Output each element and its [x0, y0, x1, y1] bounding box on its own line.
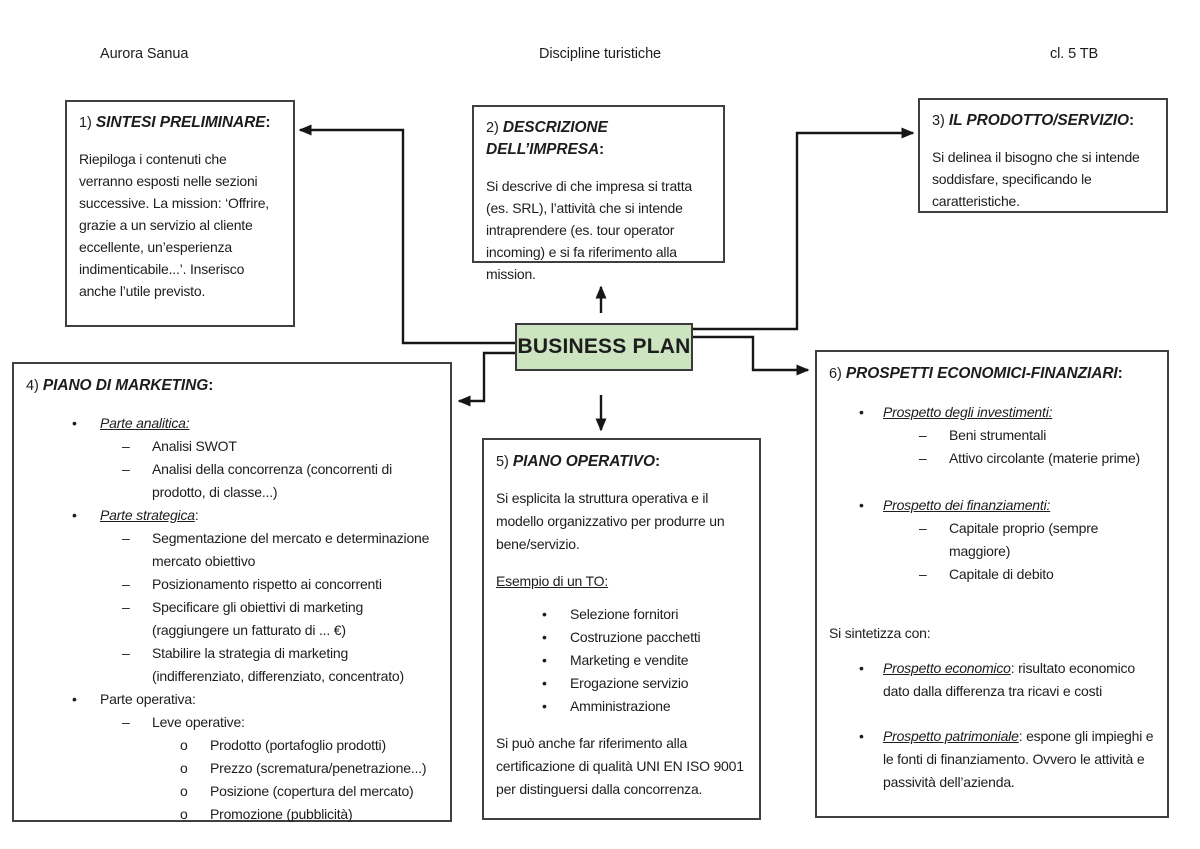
- list-item: –Analisi SWOT: [26, 435, 438, 458]
- box3-title: 3) IL PRODOTTO/SERVIZIO:: [932, 112, 1134, 129]
- box-sintesi-preliminare: 1) SINTESI PRELIMINARE: Riepiloga i cont…: [65, 100, 295, 327]
- bullet-dash-icon: –: [919, 566, 927, 582]
- box-piano-operativo: 5) PIANO OPERATIVO: Si esplicita la stru…: [482, 438, 761, 820]
- box1-body: Riepiloga i contenuti che verranno espos…: [79, 151, 269, 299]
- bullet-circle-icon: o: [180, 783, 188, 799]
- box2-body: Si descrive di che impresa si tratta (es…: [486, 178, 692, 282]
- bullet-disc-icon: •: [542, 629, 547, 645]
- bullet-dash-icon: –: [122, 530, 130, 546]
- box-prospetti-economici-finanziari: 6) PROSPETTI ECONOMICI-FINANZIARI: •Pros…: [815, 350, 1169, 818]
- box-descrizione-impresa: 2) DESCRIZIONE DELL’IMPRESA: Si descrive…: [472, 105, 725, 282]
- box-prodotto-servizio: 3) IL PRODOTTO/SERVIZIO: Si delinea il b…: [918, 98, 1168, 213]
- box-piano-di-marketing: 4) PIANO DI MARKETING: •Parte analitica:…: [12, 362, 452, 822]
- arrow-to-box4: [457, 351, 515, 407]
- header-author: Aurora Sanua: [100, 46, 189, 62]
- bullet-disc-icon: •: [859, 728, 864, 744]
- arrow-to-box6: [693, 335, 810, 376]
- bullet-disc-icon: •: [859, 660, 864, 676]
- bullet-dash-icon: –: [122, 576, 130, 592]
- bullet-disc-icon: •: [859, 497, 864, 513]
- box5-title: 5) PIANO OPERATIVO:: [496, 453, 661, 470]
- box6-synthesis-label: Si sintetizza con:: [829, 625, 931, 641]
- list-item: –Leve operative:: [26, 711, 438, 734]
- bullet-disc-icon: •: [542, 606, 547, 622]
- box6-title: 6) PROSPETTI ECONOMICI-FINANZIARI:: [829, 365, 1123, 382]
- bullet-circle-icon: o: [180, 806, 188, 822]
- list-item: –Beni strumentali: [829, 424, 1155, 447]
- bullet-dash-icon: –: [122, 645, 130, 661]
- list-item: •Amministrazione: [496, 695, 747, 718]
- bullet-dash-icon: –: [919, 427, 927, 443]
- box1-title: 1) SINTESI PRELIMINARE:: [79, 114, 271, 131]
- bullet-circle-icon: o: [180, 760, 188, 776]
- list-item: •Prospetto patrimoniale: espone gli impi…: [829, 725, 1155, 794]
- bullet-dash-icon: –: [919, 450, 927, 466]
- box3-body: Si delinea il bisogno che si intende sod…: [932, 149, 1140, 209]
- list-item: –Capitale di debito: [829, 563, 1155, 586]
- list-item: •Prospetto dei finanziamenti:: [829, 494, 1155, 517]
- list-item: •Selezione fornitori: [496, 603, 747, 626]
- box2-title: 2) DESCRIZIONE DELL’IMPRESA:: [486, 119, 608, 158]
- list-item: –Capitale proprio (sempre maggiore): [829, 517, 1155, 563]
- list-item: •Parte analitica:: [26, 412, 438, 435]
- box5-body-2: Si può anche far riferimento alla certif…: [496, 735, 744, 797]
- list-item: •Marketing e vendite: [496, 649, 747, 672]
- list-item: –Specificare gli obiettivi di marketing …: [26, 596, 438, 642]
- list-item: •Parte operativa:: [26, 688, 438, 711]
- list-item: •Parte strategica:: [26, 504, 438, 527]
- list-item: –Attivo circolante (materie prime): [829, 447, 1155, 470]
- list-item: •Erogazione servizio: [496, 672, 747, 695]
- bullet-disc-icon: •: [542, 652, 547, 668]
- bullet-dash-icon: –: [122, 438, 130, 454]
- bullet-disc-icon: •: [72, 507, 77, 523]
- bullet-dash-icon: –: [122, 599, 130, 615]
- box5-example-heading: Esempio di un TO:: [496, 573, 609, 589]
- list-item: •Prospetto economico: risultato economic…: [829, 657, 1155, 703]
- bullet-dash-icon: –: [122, 714, 130, 730]
- box4-title: 4) PIANO DI MARKETING:: [26, 377, 214, 394]
- header-class: cl. 5 TB: [1050, 46, 1099, 62]
- bullet-disc-icon: •: [859, 404, 864, 420]
- list-item: •Prospetto degli investimenti:: [829, 401, 1155, 424]
- bullet-dash-icon: –: [919, 520, 927, 536]
- list-item: –Analisi della concorrenza (concorrenti …: [26, 458, 438, 504]
- arrow-to-box3: [693, 127, 915, 331]
- list-item: –Segmentazione del mercato e determinazi…: [26, 527, 438, 573]
- bullet-dash-icon: –: [122, 461, 130, 477]
- bullet-disc-icon: •: [542, 698, 547, 714]
- list-item: •Costruzione pacchetti: [496, 626, 747, 649]
- list-item: –Posizionamento rispetto ai concorrenti: [26, 573, 438, 596]
- box5-body-1: Si esplicita la struttura operativa e il…: [496, 490, 725, 552]
- bullet-disc-icon: •: [542, 675, 547, 691]
- business-plan-node: BUSINESS PLAN: [515, 323, 693, 371]
- list-item: –Stabilire la strategia di marketing (in…: [26, 642, 438, 688]
- header-subject: Discipline turistiche: [539, 46, 661, 62]
- bullet-circle-icon: o: [180, 737, 188, 753]
- bullet-disc-icon: •: [72, 415, 77, 431]
- bullet-disc-icon: •: [72, 691, 77, 707]
